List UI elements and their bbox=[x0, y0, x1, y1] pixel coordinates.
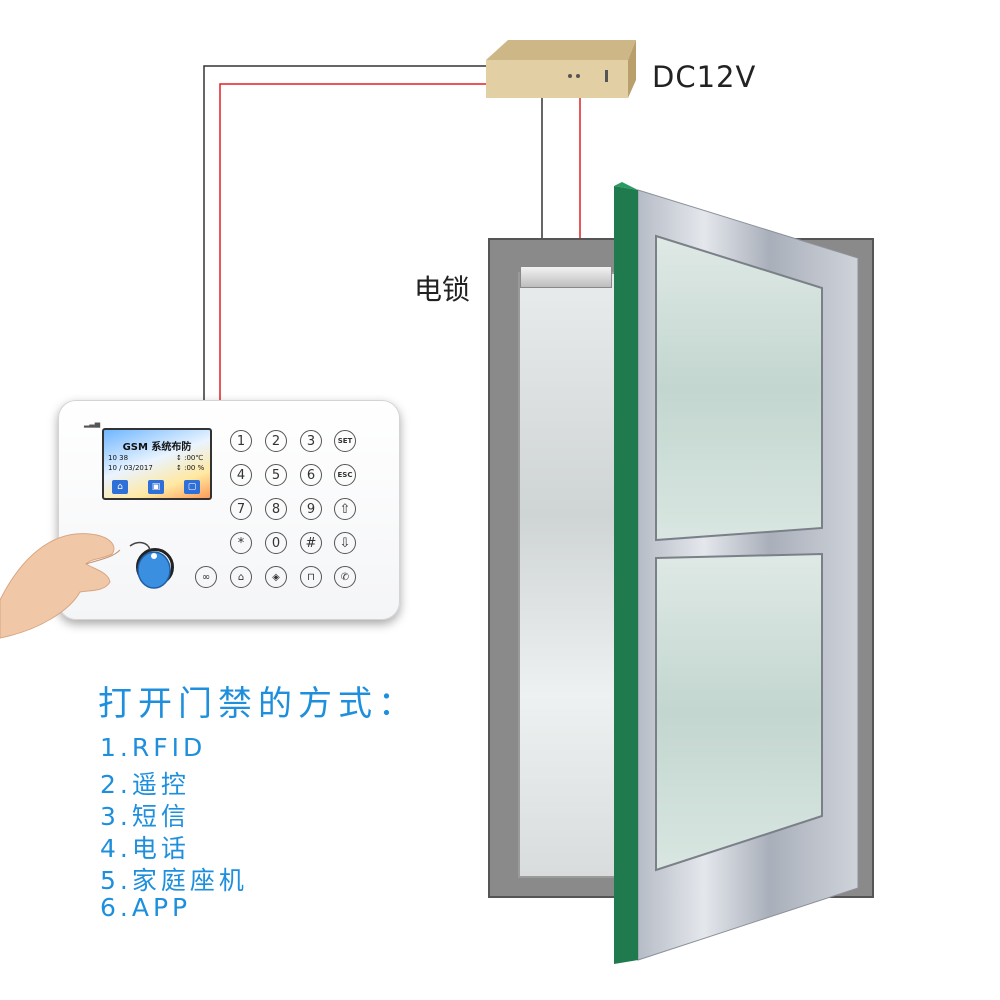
screen-humidity: ↕ :00 % bbox=[176, 464, 205, 472]
method-item: 3.短信 bbox=[100, 802, 190, 831]
key-star[interactable]: * bbox=[230, 532, 252, 554]
keypad-screen: GSM 系统布防 10 38 10 / 03/2017 ↕ :00℃ ↕ :00… bbox=[102, 428, 212, 500]
key-2[interactable]: 2 bbox=[265, 430, 287, 452]
black-wire-keypad bbox=[203, 65, 488, 402]
method-item: 4.电话 bbox=[100, 834, 190, 863]
methods-heading: 打开门禁的方式： bbox=[98, 684, 418, 724]
key-6[interactable]: 6 bbox=[300, 464, 322, 486]
unlock-icon[interactable]: ▢ bbox=[184, 480, 200, 494]
key-up[interactable]: ⇧ bbox=[334, 498, 356, 520]
key-4[interactable]: 4 bbox=[230, 464, 252, 486]
signal-icon: ▂▃▅ bbox=[84, 420, 101, 428]
key-0[interactable]: 0 bbox=[265, 532, 287, 554]
rfid-fob-icon bbox=[129, 541, 171, 589]
screen-date: 10 / 03/2017 bbox=[108, 464, 153, 472]
method-item: 5.家庭座机 bbox=[100, 866, 248, 895]
power-supply-box bbox=[486, 40, 636, 98]
upper-glass bbox=[655, 234, 823, 542]
key-esc[interactable]: ESC bbox=[334, 464, 356, 486]
key-1[interactable]: 1 bbox=[230, 430, 252, 452]
home-icon[interactable]: ⌂ bbox=[112, 480, 128, 494]
electric-lock bbox=[520, 266, 612, 288]
key-down[interactable]: ⇩ bbox=[334, 532, 356, 554]
arm-icon[interactable]: ◈ bbox=[265, 566, 287, 588]
key-5[interactable]: 5 bbox=[265, 464, 287, 486]
electric-lock-label: 电锁 bbox=[414, 273, 471, 306]
key-set[interactable]: SET bbox=[334, 430, 356, 452]
key-8[interactable]: 8 bbox=[265, 498, 287, 520]
key-3[interactable]: 3 bbox=[300, 430, 322, 452]
door-panel bbox=[614, 182, 859, 964]
door-edge bbox=[614, 186, 638, 964]
screen-temperature: ↕ :00℃ bbox=[176, 454, 204, 462]
screen-title: GSM 系统布防 bbox=[122, 442, 192, 453]
phone-icon[interactable]: ✆ bbox=[334, 566, 356, 588]
key-9[interactable]: 9 bbox=[300, 498, 322, 520]
hand-icon bbox=[0, 533, 121, 639]
home-lock-icon[interactable]: ⌂ bbox=[230, 566, 252, 588]
lower-glass bbox=[655, 552, 823, 872]
padlock-open-icon[interactable]: ⊓ bbox=[300, 566, 322, 588]
key-7[interactable]: 7 bbox=[230, 498, 252, 520]
method-item: 1.RFID bbox=[100, 733, 207, 762]
method-item: 6.APP bbox=[100, 893, 192, 922]
key-hash[interactable]: # bbox=[300, 532, 322, 554]
power-supply-label: DC12V bbox=[652, 60, 757, 94]
voicemail-icon[interactable]: ∞ bbox=[195, 566, 217, 588]
screen-time: 10 38 bbox=[108, 454, 129, 462]
red-wire-keypad bbox=[219, 83, 488, 402]
method-item: 2.遥控 bbox=[100, 770, 190, 799]
lock-icon[interactable]: ▣ bbox=[148, 480, 164, 494]
